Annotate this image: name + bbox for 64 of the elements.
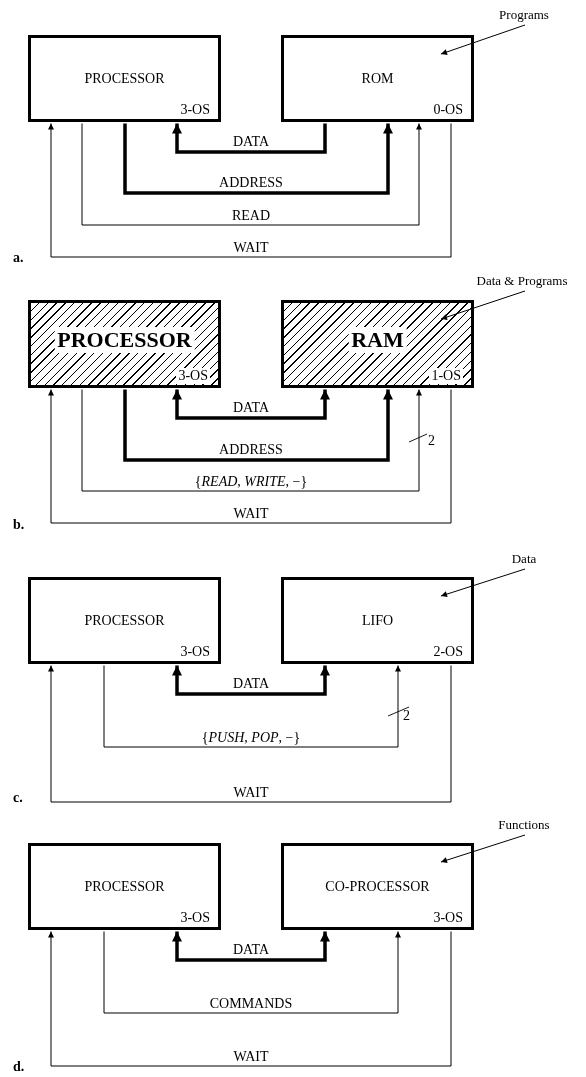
edge-label: WAIT: [231, 785, 271, 800]
bus-arrow: [48, 123, 452, 258]
component-name: RAM: [348, 327, 407, 353]
bus-arrow: [48, 931, 452, 1067]
panel-label: a.: [13, 249, 24, 265]
output-stage-label: 3-OS: [180, 910, 210, 926]
component-name: PROCESSOR: [84, 612, 165, 629]
bus-arrow: [172, 123, 327, 154]
bus-arrow: [172, 389, 330, 420]
output-stage-label: 3-OS: [180, 102, 210, 118]
edge-label: COMMANDS: [207, 996, 295, 1011]
panel-label: c.: [13, 789, 23, 805]
edge-label: ADDRESS: [217, 175, 285, 190]
annotation-text: Programs: [499, 6, 549, 22]
component-box: [281, 843, 474, 930]
component-box: [28, 35, 221, 122]
panel-label: d.: [13, 1058, 25, 1074]
component-name: PROCESSOR: [84, 70, 165, 87]
panel-label: b.: [13, 516, 25, 532]
component-box: [28, 300, 221, 388]
bus-arrow: [81, 389, 422, 492]
edge-label: DATA: [230, 134, 272, 149]
edge-label: DATA: [230, 942, 272, 957]
output-stage-label: 3-OS: [180, 644, 210, 660]
edge-label: WAIT: [231, 506, 271, 521]
output-stage-label: 1-OS: [429, 368, 463, 384]
output-stage-label: 3-OS: [176, 368, 210, 384]
bus-arrow: [103, 665, 401, 748]
edge-label: DATA: [230, 676, 272, 691]
edge-label: DATA: [230, 400, 272, 415]
component-box: [281, 577, 474, 664]
bus-arrow: [123, 389, 393, 462]
bus-arrow: [123, 123, 393, 195]
leader-line: [440, 568, 526, 597]
bus-width-label: 2: [403, 707, 410, 723]
component-box: [28, 577, 221, 664]
bus-arrow: [48, 665, 452, 803]
leader-line: [440, 834, 526, 863]
annotation-text: Functions: [498, 816, 550, 832]
leader-line: [440, 24, 526, 55]
bus-arrow: [172, 665, 330, 696]
edge-label: WAIT: [231, 1049, 271, 1064]
bus-arrow: [48, 389, 452, 524]
output-stage-label: 2-OS: [433, 644, 463, 660]
annotation-text: Data & Programs: [476, 272, 568, 288]
component-name: LIFO: [361, 612, 394, 629]
annotation-text: Data: [511, 550, 537, 566]
output-stage-label: 3-OS: [433, 910, 463, 926]
output-stage-label: 0-OS: [433, 102, 463, 118]
edge-label: WAIT: [231, 240, 271, 255]
edge-label: ADDRESS: [217, 442, 285, 457]
bus-arrow: [103, 931, 401, 1014]
component-name: ROM: [361, 70, 394, 87]
component-name: PROCESSOR: [84, 878, 165, 895]
bus-width-label: 2: [428, 432, 435, 448]
component-box: [281, 35, 474, 122]
component-name: CO-PROCESSOR: [325, 878, 430, 895]
bus-arrow: [81, 123, 422, 226]
component-box: [28, 843, 221, 930]
component-box: [281, 300, 474, 388]
component-name: PROCESSOR: [54, 327, 195, 353]
bus-arrow: [172, 931, 330, 962]
leader-line: [440, 290, 526, 320]
edge-label: READ: [229, 208, 273, 223]
